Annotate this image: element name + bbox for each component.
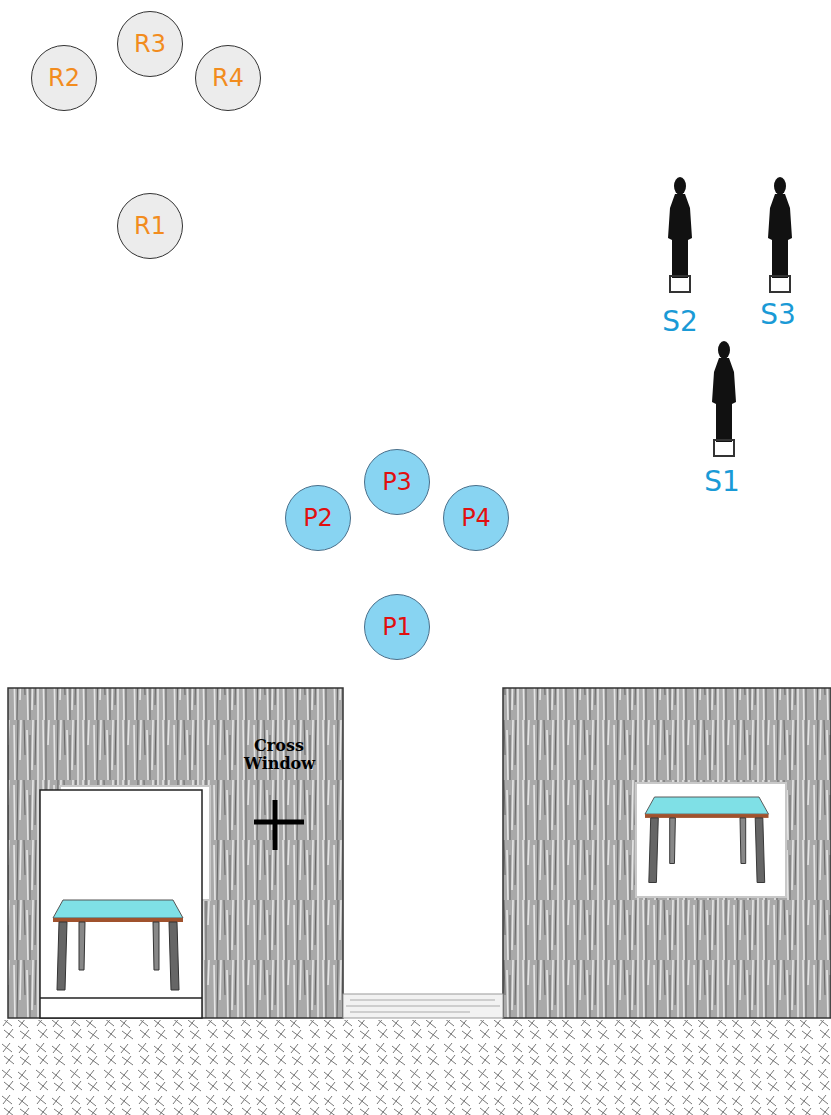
shooter-label: S1 (704, 466, 740, 498)
position-circle: P1 (364, 594, 430, 660)
position-circle: R2 (31, 45, 97, 111)
position-label: R4 (212, 66, 244, 90)
position-label: P1 (382, 615, 412, 639)
position-circle: R3 (117, 11, 183, 77)
position-circle: P3 (364, 449, 430, 515)
shooter-label: S3 (760, 299, 796, 331)
position-label: R3 (134, 32, 166, 56)
window-label: Cross Window (244, 737, 314, 774)
position-label: P3 (382, 470, 412, 494)
position-label: R1 (134, 214, 166, 238)
position-circle: P4 (443, 485, 509, 551)
position-circle: P2 (285, 485, 351, 551)
position-label: P4 (461, 506, 491, 530)
position-circle: R4 (195, 45, 261, 111)
position-circle: R1 (117, 193, 183, 259)
position-label: P2 (303, 506, 333, 530)
shooter-label: S2 (662, 306, 698, 338)
position-label: R2 (48, 66, 80, 90)
